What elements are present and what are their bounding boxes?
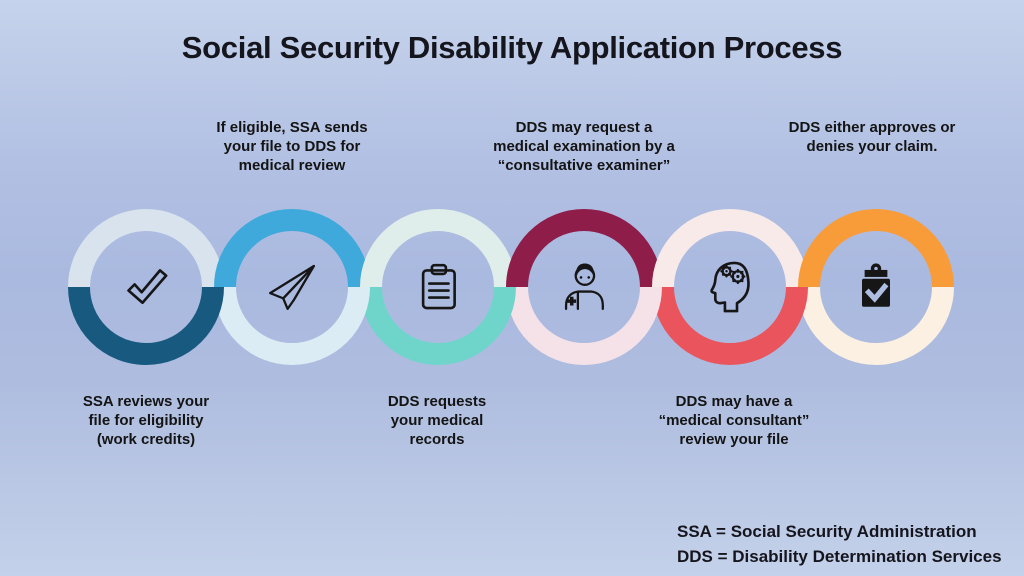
- checkmark-icon: [118, 259, 174, 315]
- ring-bottom-arc: [360, 286, 516, 365]
- doctor-icon: [556, 259, 612, 315]
- ring-top-arc: [506, 209, 662, 288]
- clipboard-check-icon: [848, 259, 904, 315]
- ring-bottom-arc: [506, 286, 662, 365]
- step-label-6: DDS either approves or denies your claim…: [788, 119, 956, 155]
- legend: SSA = Social Security Administration DDS…: [677, 522, 1002, 566]
- step-label-2: If eligible, SSA sends your file to DDS …: [216, 119, 368, 174]
- ring-bottom-arc: [68, 286, 224, 365]
- step-label-4: DDS may request a medical examination by…: [493, 119, 675, 174]
- ring-top-arc: [652, 209, 808, 288]
- ring-top-arc: [68, 209, 224, 288]
- ring-bottom-arc: [652, 286, 808, 365]
- ring-top-arc: [360, 209, 516, 288]
- ring-bottom-arc: [798, 286, 954, 365]
- page-title: Social Security Disability Application P…: [181, 30, 843, 65]
- ring-top-arc: [798, 209, 954, 288]
- step-label-1: SSA reviews your file for eligibility (w…: [82, 393, 210, 448]
- clipboard-icon: [410, 259, 466, 315]
- ring-bottom-arc: [214, 286, 370, 365]
- step-label-5: DDS may have a “medical consultant” revi…: [658, 393, 810, 448]
- paper-plane-icon: [264, 259, 320, 315]
- ring-top-arc: [214, 209, 370, 288]
- step-label-3: DDS requests your medical records: [387, 393, 487, 448]
- head-gears-icon: [702, 259, 758, 315]
